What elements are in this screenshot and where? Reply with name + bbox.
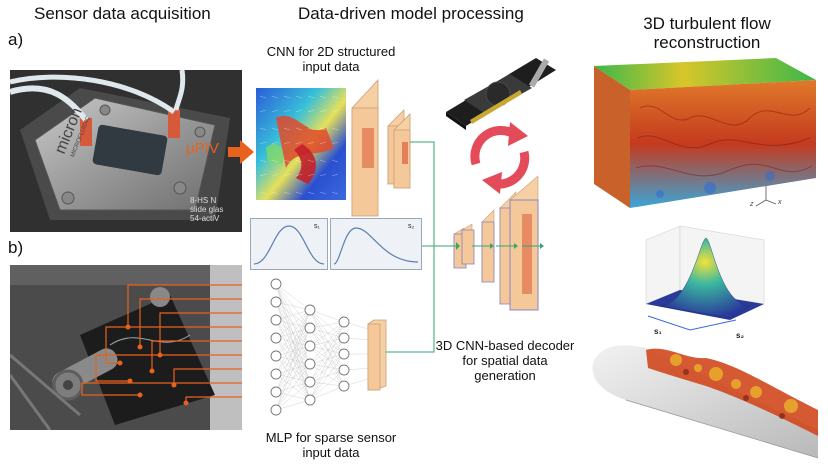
recon-header-line1: 3D turbulent flow — [643, 14, 771, 33]
cnn-decoder-layers — [453, 175, 539, 311]
cnn-label: CNN for 2D structured input data — [246, 44, 416, 74]
axis-z-label: z — [749, 201, 754, 208]
glass-label-line2: slide glas — [190, 205, 224, 214]
cycle-arrows-icon — [470, 122, 530, 194]
decoder-inner-arrows — [472, 243, 544, 249]
microfluidic-device-photo: micron MICROFLUIDIC 8-HS N slide glas 54… — [10, 70, 242, 232]
upiv-label: μPIV — [186, 140, 219, 157]
gauss-s2-label: s₂ — [736, 331, 744, 340]
glass-label: 8-HS N slide glas 54-actiV — [190, 196, 223, 223]
cnn-encoder-layers — [351, 78, 411, 217]
mlp-network — [270, 278, 387, 416]
gauss-s1-label: s₁ — [654, 327, 662, 336]
decoder-label-line2: for spatial data — [462, 353, 548, 368]
gaussian-surface-plot: s₁ s₂ — [645, 225, 765, 340]
mlp-label: MLP for sparse sensor input data — [246, 430, 416, 460]
model-header: Data-driven model processing — [298, 4, 524, 23]
decoder-label: 3D CNN-based decoder for spatial data ge… — [430, 338, 580, 383]
mlp-label-line1: MLP for sparse sensor — [265, 430, 397, 445]
axis-x-label: x — [777, 199, 782, 206]
panel-b-label: b) — [8, 238, 24, 257]
decoder-label-line1: 3D CNN-based decoder — [435, 338, 575, 353]
panel-a-label: a) — [8, 30, 24, 49]
turbulent-box-render: z x — [594, 58, 816, 208]
recon-header: 3D turbulent flow reconstruction — [602, 14, 812, 52]
gpu-card-icon — [446, 58, 556, 130]
glass-label-line1: 8-HS N — [190, 196, 217, 205]
cnn-label-line2: input data — [302, 59, 360, 74]
upiv-arrow — [228, 140, 254, 164]
flow-surface-render — [592, 345, 819, 459]
decoder-label-line3: generation — [474, 368, 536, 383]
s1-plot-label: s₁ — [314, 223, 321, 230]
s2-plot-label: s₂ — [408, 223, 415, 230]
piv-field-image — [256, 88, 346, 200]
sensor-plate-photo — [10, 265, 242, 430]
connection-arrows — [386, 141, 460, 353]
mlp-label-line2: input data — [302, 445, 360, 460]
cnn-label-line1: CNN for 2D structured — [266, 44, 396, 59]
s1-distribution-plot: s₁ — [250, 218, 328, 270]
s2-distribution-plot: s₂ — [330, 218, 422, 270]
glass-label-line3: 54-actiV — [190, 214, 220, 223]
recon-header-line2: reconstruction — [653, 33, 761, 52]
sensor-header: Sensor data acquisition — [34, 4, 211, 23]
